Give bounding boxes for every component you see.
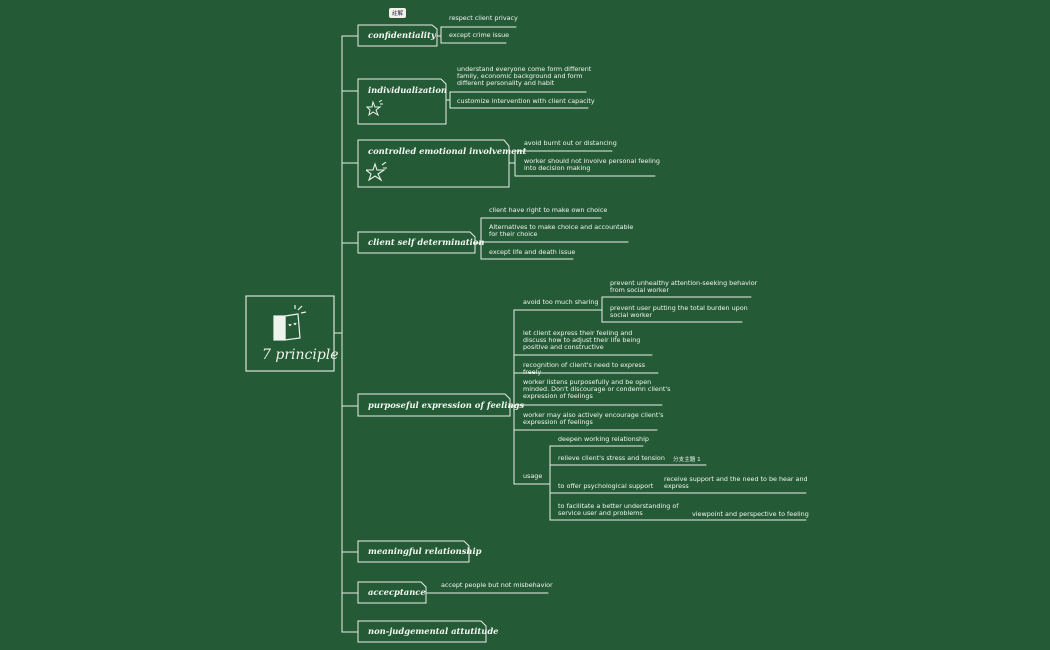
sub-worker-listens[interactable]: worker listens purposefully and be open … xyxy=(523,378,671,401)
sub-respect-privacy[interactable]: respect client privacy xyxy=(449,14,518,22)
root-title[interactable]: 7 principle xyxy=(262,347,339,363)
sub-accept-people[interactable]: accept people but not misbehavior xyxy=(441,581,553,589)
topic-non-judgemental[interactable]: non-judgemental attutitude xyxy=(368,626,499,636)
sub-worker-encourage[interactable]: worker may also actively encourage clien… xyxy=(523,411,664,427)
topic-acceptance[interactable]: accecptance xyxy=(368,587,426,597)
topic-meaningful-relationship[interactable]: meaningful relationship xyxy=(368,546,482,556)
sub-psychological-support[interactable]: to offer psychological support xyxy=(558,482,654,490)
star-icon xyxy=(366,162,387,182)
topic-confidentiality[interactable]: confidentiality xyxy=(368,30,436,40)
sub-except-crime[interactable]: except crime issue xyxy=(449,31,510,39)
topic-purposeful-expression[interactable]: purposeful expression of feelings xyxy=(368,400,525,410)
sub-right-own-choice[interactable]: client have right to make own choice xyxy=(489,206,608,214)
sub-avoid-too-much-sharing[interactable]: avoid too much sharing xyxy=(523,298,599,306)
sub-relieve-stress[interactable]: relieve client's stress and tension xyxy=(558,454,665,462)
sub-customize-intervention[interactable]: customize intervention with client capac… xyxy=(457,97,595,105)
topic-client-self-determination[interactable]: client self determination xyxy=(368,237,485,247)
sub-prevent-total-burden[interactable]: prevent user putting the total burden up… xyxy=(610,304,748,320)
topic-individualization[interactable]: individualization xyxy=(368,85,447,95)
sub-receive-support[interactable]: receive support and the need to be hear … xyxy=(664,475,808,491)
sub-understand-everyone[interactable]: understand everyone come form different … xyxy=(457,65,592,88)
sub-prevent-attention-seeking[interactable]: prevent unhealthy attention-seeking beha… xyxy=(610,279,758,295)
sub-branch-topic-1[interactable]: 分支主題 1 xyxy=(673,457,701,463)
books-icon xyxy=(273,305,307,341)
sub-viewpoint-perspective[interactable]: viewpoint and perspective to feeling xyxy=(692,510,809,518)
topic-controlled-emotional-involvement[interactable]: controlled emotional involvement xyxy=(368,146,527,156)
sub-except-life-death[interactable]: except life and death issue xyxy=(489,248,576,256)
sub-avoid-burnt-out[interactable]: avoid burnt out or distancing xyxy=(524,139,617,147)
sub-better-understanding[interactable]: to facilitate a better understanding of … xyxy=(558,502,679,518)
sub-not-involve-feeling[interactable]: worker should not involve personal feeli… xyxy=(524,157,660,173)
sub-alternatives[interactable]: Alternatives to make choice and accounta… xyxy=(489,223,634,239)
sub-recognition-need[interactable]: recognition of client's need to express … xyxy=(523,361,646,377)
sub-deepen-relationship[interactable]: deepen working relationship xyxy=(558,435,649,443)
sub-usage[interactable]: usage xyxy=(523,472,543,480)
star-icon xyxy=(366,100,383,116)
note-tag[interactable]: 註解 xyxy=(389,8,407,18)
sub-let-client-express[interactable]: let client express their feeling and dis… xyxy=(523,329,641,352)
